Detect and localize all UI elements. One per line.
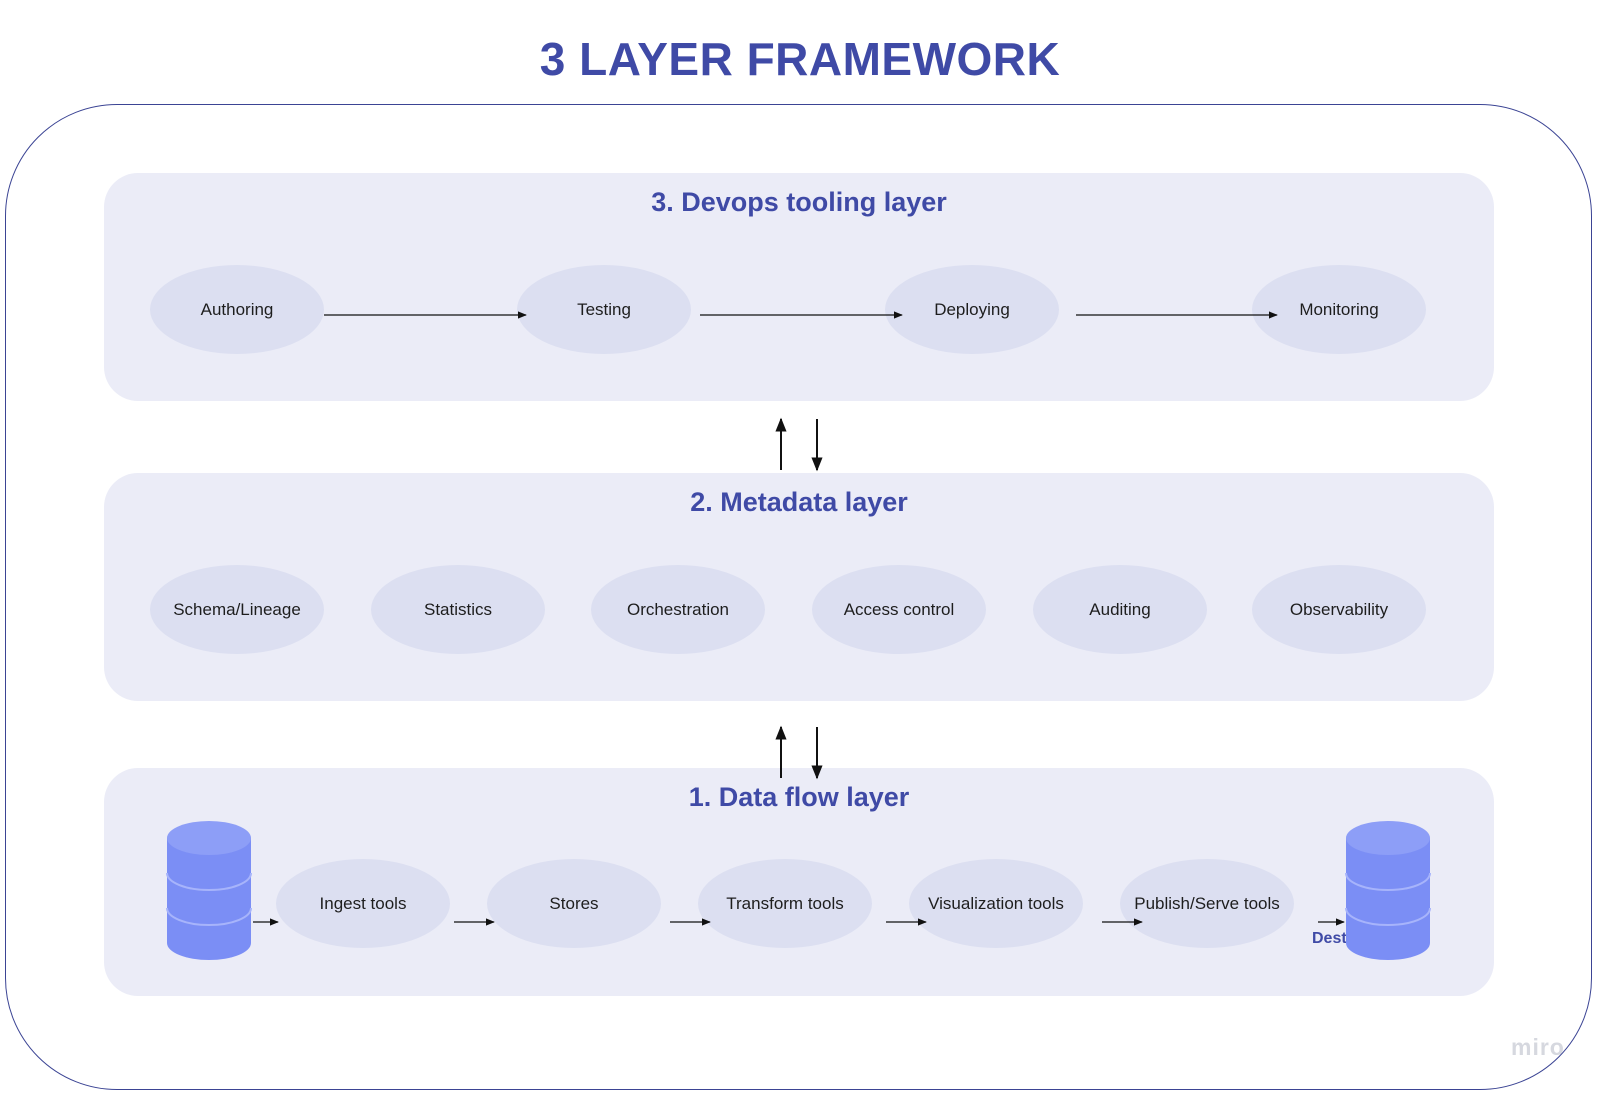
node-transform-tools: Transform tools xyxy=(698,859,872,948)
node-visualization-tools: Visualization tools xyxy=(909,859,1083,948)
diagram-title: 3 LAYER FRAMEWORK xyxy=(539,33,1061,85)
node-statistics: Statistics xyxy=(371,565,545,654)
node-auditing: Auditing xyxy=(1033,565,1207,654)
dataflow-layer: 1. Data flow layer Ingest tools Stores T… xyxy=(104,768,1494,996)
node-ingest-tools: Ingest tools xyxy=(276,859,450,948)
node-publish-serve-tools: Publish/Serve tools xyxy=(1120,859,1294,948)
devops-layer: 3. Devops tooling layer Authoring Testin… xyxy=(104,173,1494,401)
destinations-database-icon xyxy=(1345,820,1431,961)
node-orchestration: Orchestration xyxy=(591,565,765,654)
metadata-layer-title: 2. Metadata layer xyxy=(690,487,908,517)
node-schema-lineage: Schema/Lineage xyxy=(150,565,324,654)
metadata-layer: 2. Metadata layer Schema/Lineage Statist… xyxy=(104,473,1494,701)
dataflow-layer-title: 1. Data flow layer xyxy=(688,782,910,812)
node-stores: Stores xyxy=(487,859,661,948)
sources-database-icon xyxy=(166,820,252,961)
miro-watermark: miro xyxy=(1511,1034,1565,1060)
node-monitoring: Monitoring xyxy=(1252,265,1426,354)
framework-container xyxy=(5,104,1592,1090)
layer-connector-arrows xyxy=(775,417,823,780)
node-access-control: Access control xyxy=(812,565,986,654)
node-observability: Observability xyxy=(1252,565,1426,654)
node-authoring: Authoring xyxy=(150,265,324,354)
node-deploying: Deploying xyxy=(885,265,1059,354)
node-testing: Testing xyxy=(517,265,691,354)
devops-layer-title: 3. Devops tooling layer xyxy=(651,187,947,217)
